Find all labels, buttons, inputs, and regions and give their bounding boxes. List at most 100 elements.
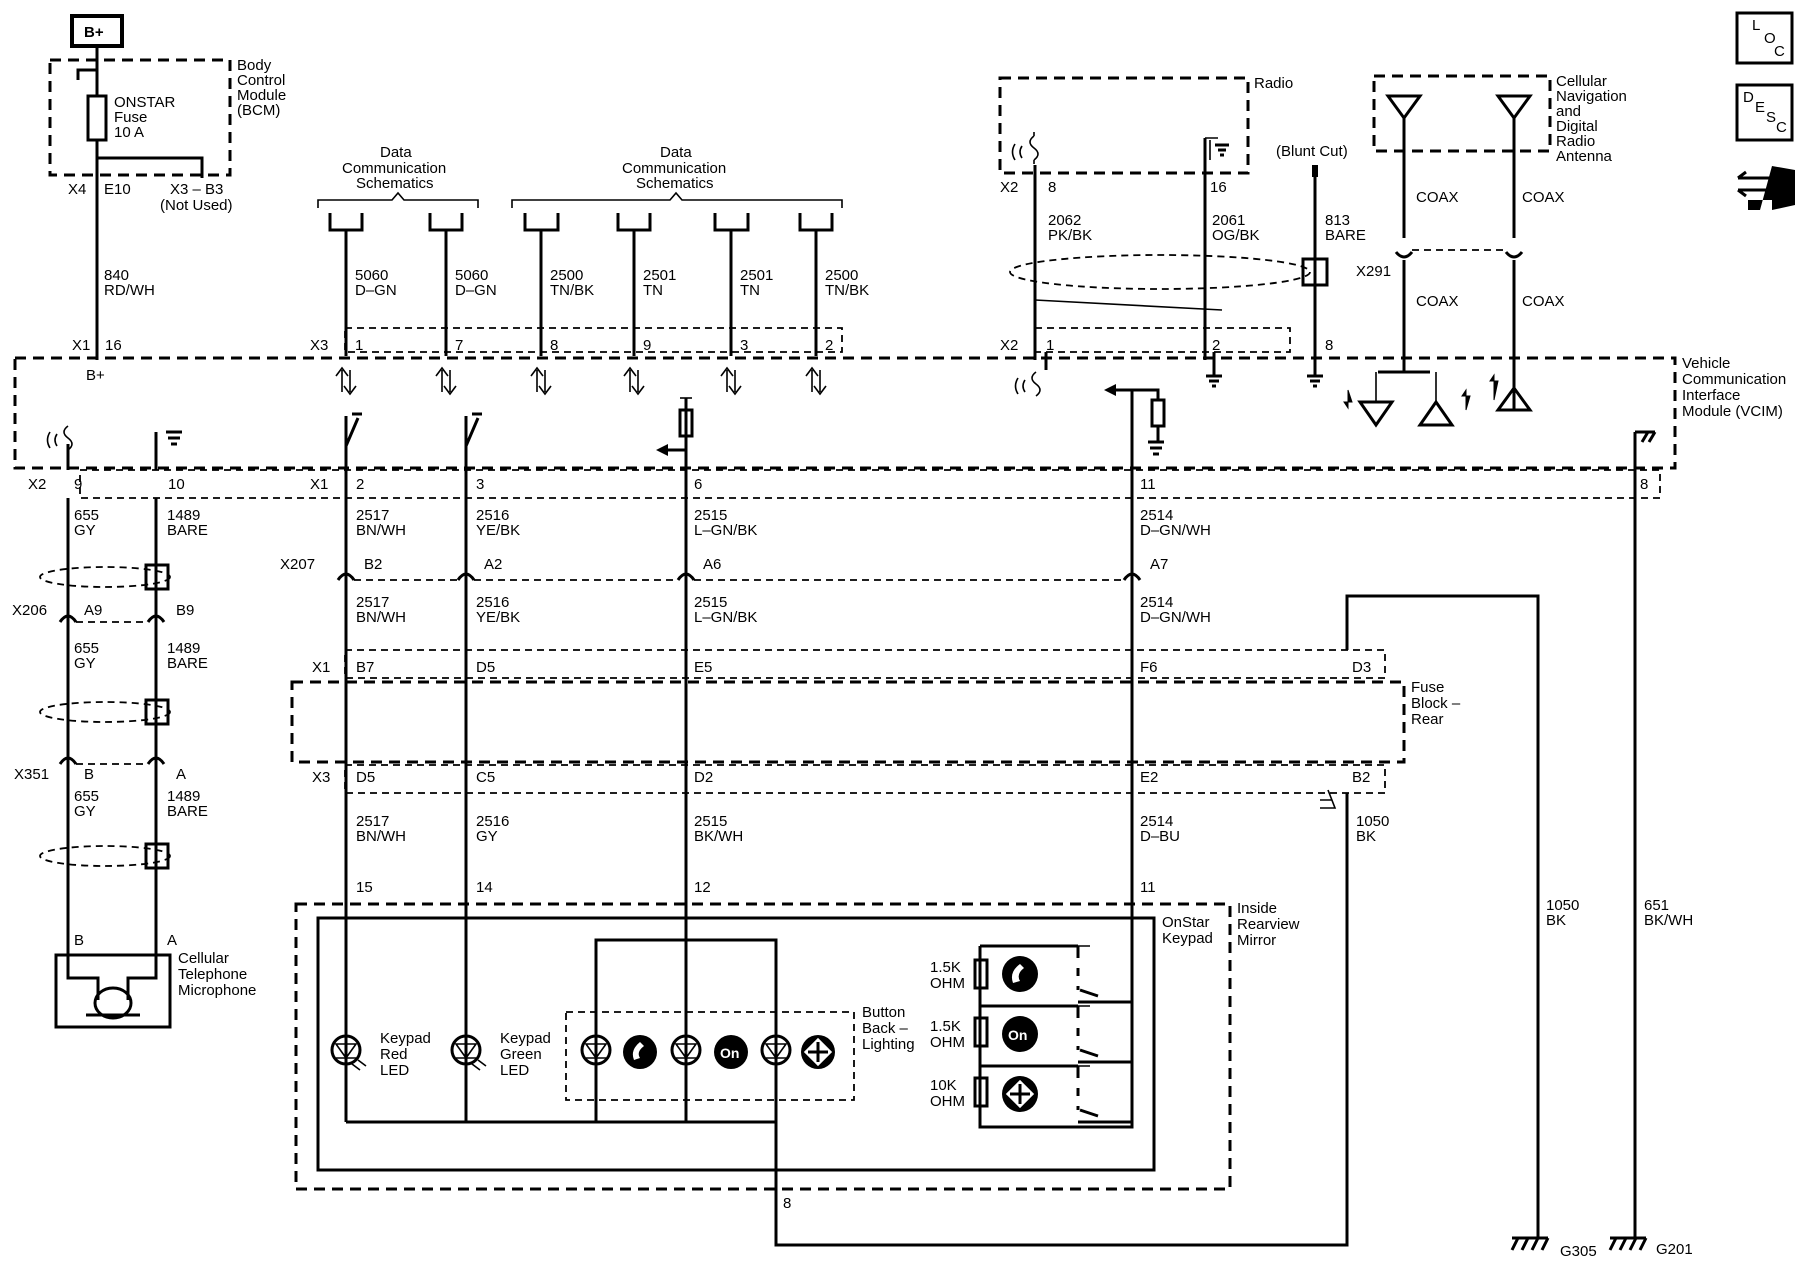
svg-text:9: 9: [74, 476, 82, 493]
svg-text:14: 14: [476, 879, 493, 896]
svg-text:BN/WH: BN/WH: [356, 609, 406, 626]
svg-text:Back –: Back –: [862, 1020, 909, 1037]
svg-text:Block –: Block –: [1411, 695, 1461, 712]
svg-text:B: B: [74, 932, 84, 949]
svg-text:C: C: [1774, 43, 1785, 60]
svg-text:E5: E5: [694, 659, 712, 676]
svg-text:COAX: COAX: [1522, 293, 1565, 310]
data-communication-right[interactable]: Data Communication Schematics: [511, 144, 843, 208]
svg-text:G305: G305: [1560, 1243, 1597, 1260]
svg-text:A7: A7: [1150, 556, 1168, 573]
svg-text:X2: X2: [1000, 179, 1018, 196]
svg-text:A: A: [167, 932, 177, 949]
svg-text:OG/BK: OG/BK: [1212, 227, 1260, 244]
svg-text:BK/WH: BK/WH: [694, 828, 743, 845]
svg-text:Fuse: Fuse: [114, 109, 147, 126]
svg-text:B+: B+: [84, 24, 104, 41]
svg-text:TN/BK: TN/BK: [825, 282, 869, 299]
svg-text:OHM: OHM: [930, 975, 965, 992]
svg-text:Rear: Rear: [1411, 711, 1444, 728]
svg-text:2515: 2515: [694, 813, 727, 830]
svg-text:Button: Button: [862, 1004, 905, 1021]
onstar-fuse: [86, 94, 108, 142]
svg-text:LED: LED: [380, 1062, 409, 1079]
svg-text:15: 15: [356, 879, 373, 896]
svg-text:BK: BK: [1546, 912, 1566, 929]
svg-text:Cellular: Cellular: [1556, 73, 1607, 90]
svg-text:Keypad: Keypad: [1162, 930, 1213, 947]
location-icon[interactable]: L O C: [1735, 11, 1794, 65]
svg-text:1489: 1489: [167, 507, 200, 524]
svg-text:D5: D5: [356, 769, 375, 786]
svg-text:D3: D3: [1352, 659, 1371, 676]
svg-text:655: 655: [74, 640, 99, 657]
svg-text:L–GN/BK: L–GN/BK: [694, 522, 757, 539]
ground-symbol: [154, 430, 1164, 470]
vcim-module: Vehicle Communication Interface Module (…: [13, 327, 1786, 499]
svg-text:Keypad: Keypad: [500, 1030, 551, 1047]
svg-text:Radio: Radio: [1556, 133, 1595, 150]
svg-text:10 A: 10 A: [114, 124, 144, 141]
svg-text:2061: 2061: [1212, 212, 1245, 229]
svg-text:Microphone: Microphone: [178, 982, 256, 999]
svg-text:D5: D5: [476, 659, 495, 676]
svg-text:5060: 5060: [355, 267, 388, 284]
svg-text:Schematics: Schematics: [356, 175, 434, 192]
svg-text:BARE: BARE: [167, 522, 208, 539]
svg-text:2514: 2514: [1140, 813, 1173, 830]
svg-text:Navigation: Navigation: [1556, 88, 1627, 105]
svg-text:ONSTAR: ONSTAR: [114, 94, 176, 111]
svg-text:Vehicle: Vehicle: [1682, 355, 1730, 372]
svg-text:Data: Data: [660, 144, 692, 161]
antenna-right-icon: [1495, 94, 1533, 238]
svg-text:Module (VCIM): Module (VCIM): [1682, 403, 1783, 420]
svg-text:Mirror: Mirror: [1237, 932, 1276, 949]
svg-text:D: D: [1743, 89, 1754, 106]
svg-text:11: 11: [1140, 476, 1156, 493]
svg-text:12: 12: [694, 879, 711, 896]
svg-text:BK/WH: BK/WH: [1644, 912, 1693, 929]
svg-text:8: 8: [550, 337, 558, 354]
svg-text:Communication: Communication: [1682, 371, 1786, 388]
svg-text:X291: X291: [1356, 263, 1391, 280]
svg-text:Schematics: Schematics: [636, 175, 714, 192]
svg-text:10K: 10K: [930, 1077, 957, 1094]
svg-text:L–GN/BK: L–GN/BK: [694, 609, 757, 626]
svg-text:1050: 1050: [1356, 813, 1389, 830]
svg-text:BK: BK: [1356, 828, 1376, 845]
svg-text:PK/BK: PK/BK: [1048, 227, 1092, 244]
svg-text:2062: 2062: [1048, 212, 1081, 229]
svg-text:2516: 2516: [476, 594, 509, 611]
svg-text:2: 2: [825, 337, 833, 354]
svg-text:2515: 2515: [694, 507, 727, 524]
svg-text:2516: 2516: [476, 507, 509, 524]
svg-text:COAX: COAX: [1416, 189, 1459, 206]
svg-text:Communication: Communication: [622, 160, 726, 177]
svg-text:X3: X3: [310, 337, 328, 354]
ground-g305: 1050 BK G305: [1510, 897, 1597, 1260]
svg-text:1489: 1489: [167, 788, 200, 805]
svg-text:X351: X351: [14, 766, 49, 783]
svg-text:2: 2: [1212, 337, 1220, 354]
svg-text:813: 813: [1325, 212, 1350, 229]
svg-text:8: 8: [1325, 337, 1333, 354]
svg-text:Red: Red: [380, 1046, 408, 1063]
svg-text:8: 8: [783, 1195, 791, 1212]
svg-text:6: 6: [694, 476, 702, 493]
description-icon[interactable]: D E S C: [1735, 83, 1794, 142]
svg-text:Telephone: Telephone: [178, 966, 247, 983]
svg-text:1: 1: [355, 337, 363, 354]
svg-text:O: O: [1764, 30, 1776, 47]
svg-text:1: 1: [1046, 337, 1054, 354]
connector-navigation-icon[interactable]: [1737, 166, 1795, 210]
svg-text:2516: 2516: [476, 813, 509, 830]
svg-text:TN: TN: [740, 282, 760, 299]
svg-text:BARE: BARE: [167, 803, 208, 820]
svg-text:OHM: OHM: [930, 1034, 965, 1051]
svg-text:2517: 2517: [356, 813, 389, 830]
antenna-left-icon: [1385, 94, 1423, 238]
data-communication-left[interactable]: Data Communication Schematics: [317, 144, 479, 208]
svg-text:Digital: Digital: [1556, 118, 1598, 135]
svg-text:E2: E2: [1140, 769, 1158, 786]
